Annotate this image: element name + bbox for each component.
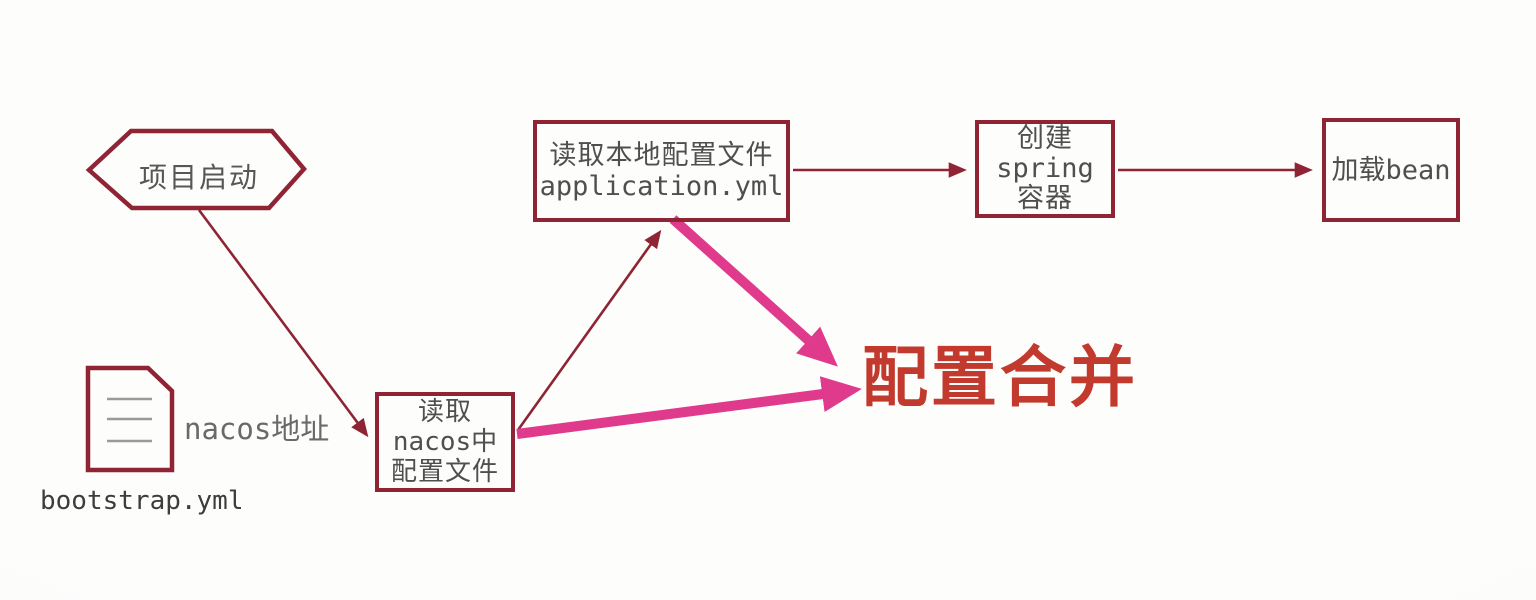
create-spring-line-3: 容器 (1017, 183, 1073, 214)
read-local-box: 读取本地配置文件 application.yml (533, 120, 790, 222)
merge-label: 配置合并 (862, 339, 1138, 416)
start-hexagon-shape (85, 128, 307, 211)
read-nacos-line-1: 读取 (417, 397, 472, 427)
read-nacos-line-2: nacos中 (392, 427, 498, 457)
load-bean-box: 加载bean (1322, 118, 1460, 222)
read-local-line-2: application.yml (539, 171, 784, 202)
bootstrap-filename-label: bootstrap.yml (40, 486, 244, 516)
read-local-line-1: 读取本地配置文件 (549, 140, 774, 171)
create-spring-line-1: 创建 (1017, 123, 1073, 154)
arrow-start-to-read-nacos (197, 209, 369, 438)
read-nacos-line-3: 配置文件 (390, 457, 499, 487)
create-spring-box: 创建 spring 容器 (975, 120, 1115, 218)
start-hexagon-label: 项目启动 (138, 161, 259, 194)
read-nacos-box: 读取 nacos中 配置文件 (375, 392, 515, 492)
arrow-read-nacos-to-read-local (516, 229, 662, 431)
pink-arrow-read-nacos-to-merge (516, 376, 862, 439)
load-bean-label: 加载bean (1331, 154, 1451, 186)
create-spring-line-2: spring (996, 153, 1094, 184)
nacos-address-label: nacos地址 (184, 412, 330, 446)
pink-arrow-read-local-to-merge (669, 215, 838, 367)
